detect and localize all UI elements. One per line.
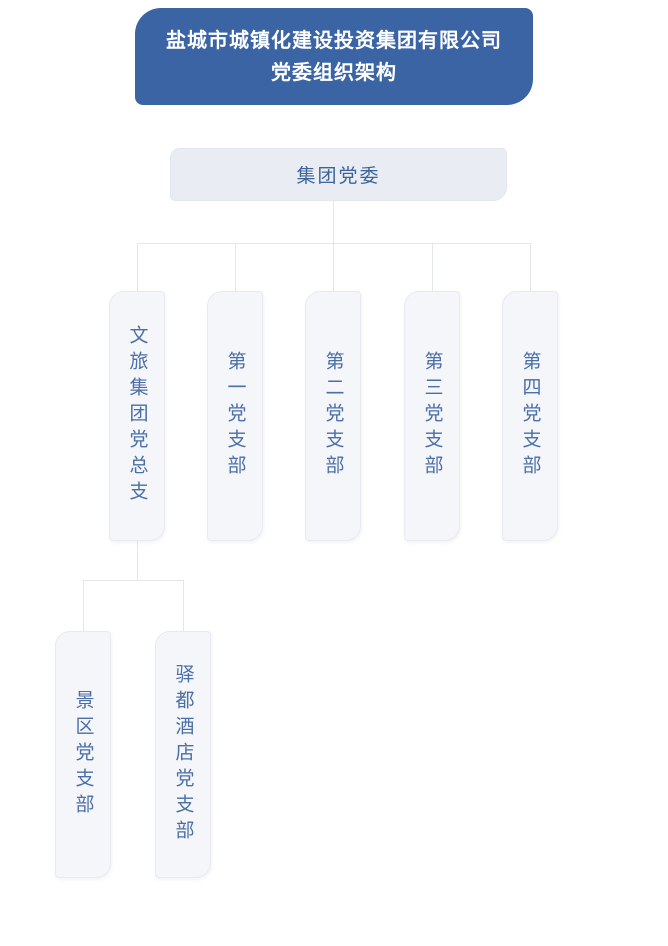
org-node-yidu-hotel-branch: 驿都酒店党支部 — [155, 631, 211, 878]
chart-title-banner: 盐城市城镇化建设投资集团有限公司 党委组织架构 — [135, 8, 533, 105]
connector-drop-3 — [333, 243, 334, 291]
org-node-label: 第四党支部 — [519, 351, 541, 481]
connector-drop-2 — [235, 243, 236, 291]
connector-root-stem — [333, 201, 334, 243]
org-node-label: 第三党支部 — [421, 351, 443, 481]
connector-sub-drop-1 — [83, 580, 84, 631]
connector-level1-rail — [137, 243, 531, 244]
org-node-label: 第二党支部 — [322, 351, 344, 481]
org-node-label: 集团党委 — [296, 166, 381, 187]
connector-drop-4 — [432, 243, 433, 291]
chart-title-line2: 党委组织架构 — [271, 61, 397, 84]
org-node-label: 第一党支部 — [224, 351, 246, 481]
org-node-label: 文旅集团党总支 — [126, 325, 148, 507]
org-node-wenlv-general-branch: 文旅集团党总支 — [109, 291, 165, 541]
org-node-third-branch: 第三党支部 — [404, 291, 460, 541]
org-node-first-branch: 第一党支部 — [207, 291, 263, 541]
org-node-second-branch: 第二党支部 — [305, 291, 361, 541]
org-node-scenic-area-branch: 景区党支部 — [55, 631, 111, 878]
connector-sub-drop-2 — [183, 580, 184, 631]
connector-sub-stem — [137, 541, 138, 580]
org-node-group-party-committee: 集团党委 — [170, 148, 507, 201]
org-node-label: 景区党支部 — [72, 689, 94, 820]
connector-drop-5 — [530, 243, 531, 291]
org-node-label: 驿都酒店党支部 — [172, 663, 194, 846]
chart-title-line1: 盐城市城镇化建设投资集团有限公司 — [166, 29, 502, 52]
connector-drop-1 — [137, 243, 138, 291]
connector-level2-rail — [83, 580, 184, 581]
org-node-fourth-branch: 第四党支部 — [502, 291, 558, 541]
